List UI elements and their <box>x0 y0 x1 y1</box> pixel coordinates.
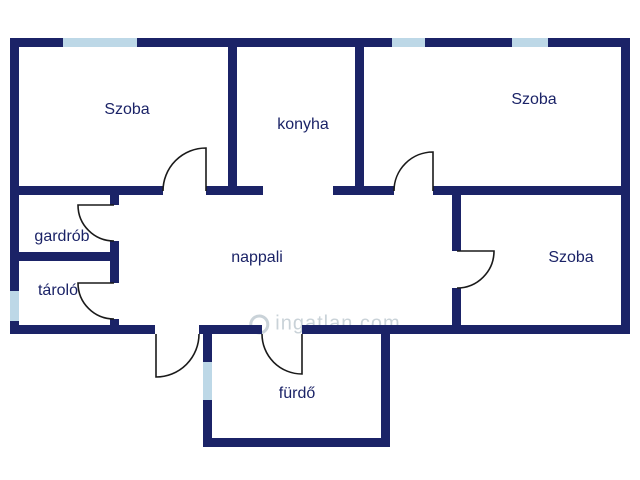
window-top-right-2 <box>512 38 548 47</box>
wall-exterior-bottom-mid <box>199 325 262 334</box>
wall-gardrob-vertical-2 <box>110 241 119 283</box>
wall-exterior-bottom-left <box>10 325 155 334</box>
door-arc-gardrob <box>77 204 115 242</box>
wall-gardrob-vertical-1 <box>110 195 119 205</box>
room-label-tarolo: tároló <box>37 282 79 299</box>
wall-exterior-bottom-right <box>302 325 630 334</box>
wall-middle-seg-4 <box>433 186 630 195</box>
wall-middle-seg-1 <box>10 186 163 195</box>
door-arc-szoba-top-right <box>393 151 434 192</box>
door-arc-tarolo <box>77 282 115 320</box>
window-furdo-left <box>203 362 212 400</box>
door-arc-furdo <box>261 333 303 375</box>
room-label-szoba-top-right: Szoba <box>511 91 557 108</box>
room-label-szoba-top-left: Szoba <box>104 101 150 118</box>
wall-exterior-top <box>10 38 630 47</box>
room-label-konyha: konyha <box>277 116 329 133</box>
wall-szoba-right-vertical-2 <box>452 288 461 325</box>
wall-konyha-left <box>228 38 237 195</box>
door-arc-szoba-right <box>456 250 495 289</box>
wall-szoba-right-vertical-1 <box>452 195 461 251</box>
wall-furdo-right <box>381 334 390 438</box>
wall-gardrob-tarolo-divider <box>10 252 119 261</box>
window-tarolo-left <box>10 291 19 321</box>
room-label-szoba-right: Szoba <box>548 249 594 266</box>
room-label-gardrob: gardrób <box>34 228 90 245</box>
wall-gardrob-vertical-3 <box>110 319 119 325</box>
window-top-right-1 <box>392 38 425 47</box>
wall-furdo-bottom <box>203 438 390 447</box>
room-label-furdo: fürdő <box>278 385 316 402</box>
door-arc-entrance <box>155 333 200 378</box>
room-label-nappali: nappali <box>231 249 283 266</box>
window-top-left <box>63 38 137 47</box>
door-arc-szoba-top-left <box>162 147 207 192</box>
wall-konyha-right <box>355 38 364 195</box>
